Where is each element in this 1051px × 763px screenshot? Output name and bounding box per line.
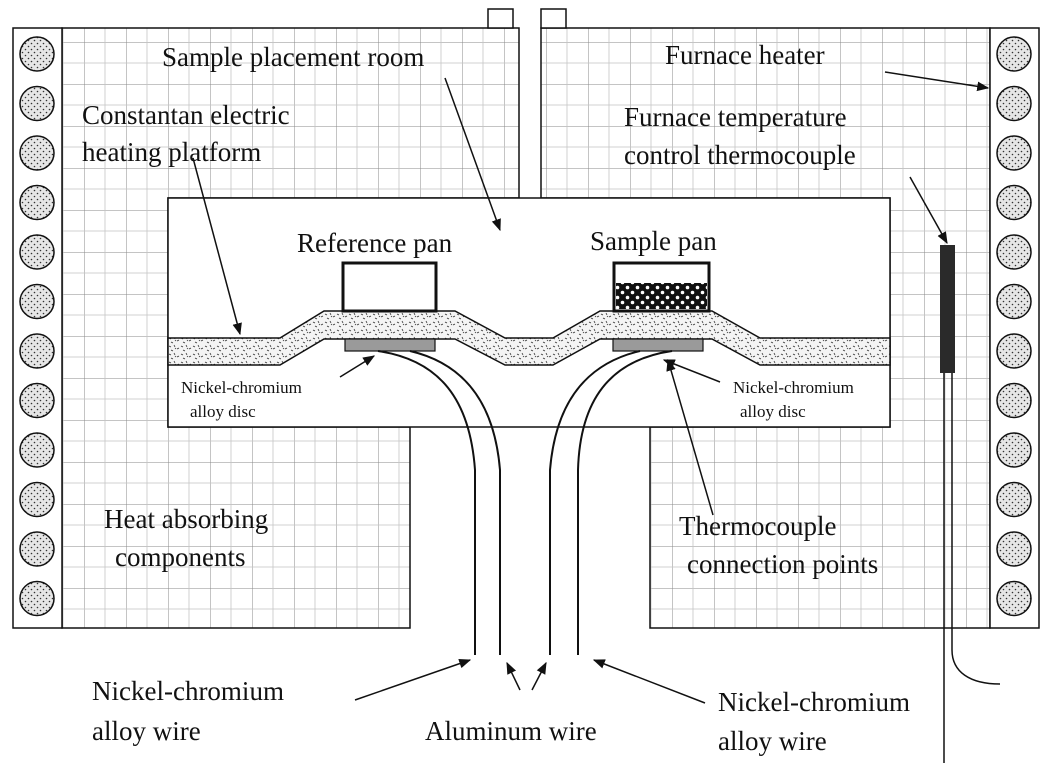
heater-coil xyxy=(996,481,1032,518)
heater-coil xyxy=(19,184,55,221)
heater-coil xyxy=(19,135,55,171)
thermocouple-leads xyxy=(943,373,1001,763)
heater-coil xyxy=(996,85,1032,122)
heater-coil xyxy=(19,234,55,270)
heater-coil xyxy=(19,36,55,72)
heater-coil xyxy=(19,85,55,122)
label-tc-points-line2: connection points xyxy=(687,549,878,579)
label-nicr-disc-left-line1: Nickel-chromium xyxy=(181,378,302,397)
lid-nub-left xyxy=(487,8,514,29)
label-nicr-wire-left-line2: alloy wire xyxy=(92,716,201,746)
label-sample-room: Sample placement room xyxy=(162,42,424,72)
label-reference-pan: Reference pan xyxy=(297,228,453,258)
sample-chamber xyxy=(167,197,891,428)
annotation-arrows xyxy=(192,71,990,704)
label-furnace-heater: Furnace heater xyxy=(665,40,825,70)
heater-coil xyxy=(19,531,55,567)
furnace-thermocouple xyxy=(940,245,955,373)
label-tc-points-line1: Thermocouple xyxy=(679,511,836,541)
label-nicr-disc-right-line2: alloy disc xyxy=(740,402,806,421)
heater-coil xyxy=(996,184,1032,221)
heater-coil xyxy=(996,432,1032,468)
heater-coil xyxy=(996,382,1032,419)
heater-coil xyxy=(996,234,1032,270)
heater-coil xyxy=(19,382,55,419)
heater-column-right xyxy=(989,27,1040,629)
nicr-disc-left xyxy=(344,338,436,352)
heater-coils xyxy=(19,36,1032,617)
label-nicr-wire-right-line1: Nickel-chromium xyxy=(718,687,910,717)
reference-pan xyxy=(341,261,438,313)
lid-nub-right xyxy=(540,8,567,29)
heater-column-left xyxy=(12,27,63,629)
heater-coil xyxy=(996,580,1032,617)
heater-coil xyxy=(19,283,55,320)
label-constantan-line2: heating platform xyxy=(82,137,261,167)
heater-coil xyxy=(996,135,1032,171)
label-nicr-wire-left-line1: Nickel-chromium xyxy=(92,676,284,706)
label-nicr-disc-left-line2: alloy disc xyxy=(190,402,256,421)
label-aluminum-wire: Aluminum wire xyxy=(425,716,597,746)
label-sample-pan: Sample pan xyxy=(590,226,717,256)
sample-material xyxy=(616,283,707,309)
heater-coil xyxy=(996,36,1032,72)
heater-coil xyxy=(19,333,55,369)
heater-coil xyxy=(996,531,1032,567)
thermocouple-wires xyxy=(377,350,673,655)
label-nicr-wire-right-line2: alloy wire xyxy=(718,726,827,756)
label-furnace-tc-line1: Furnace temperature xyxy=(624,102,847,132)
heater-coil xyxy=(996,333,1032,369)
heater-coil xyxy=(19,580,55,617)
heater-coil xyxy=(996,283,1032,320)
label-nicr-disc-right-line1: Nickel-chromium xyxy=(733,378,854,397)
label-heat-absorb-line2: components xyxy=(115,542,245,572)
nicr-disc-right xyxy=(612,338,704,352)
heater-coil xyxy=(19,481,55,518)
label-furnace-tc-line2: control thermocouple xyxy=(624,140,856,170)
label-heat-absorb-line1: Heat absorbing xyxy=(104,504,268,534)
heater-coil xyxy=(19,432,55,468)
label-constantan-line1: Constantan electric xyxy=(82,100,290,130)
